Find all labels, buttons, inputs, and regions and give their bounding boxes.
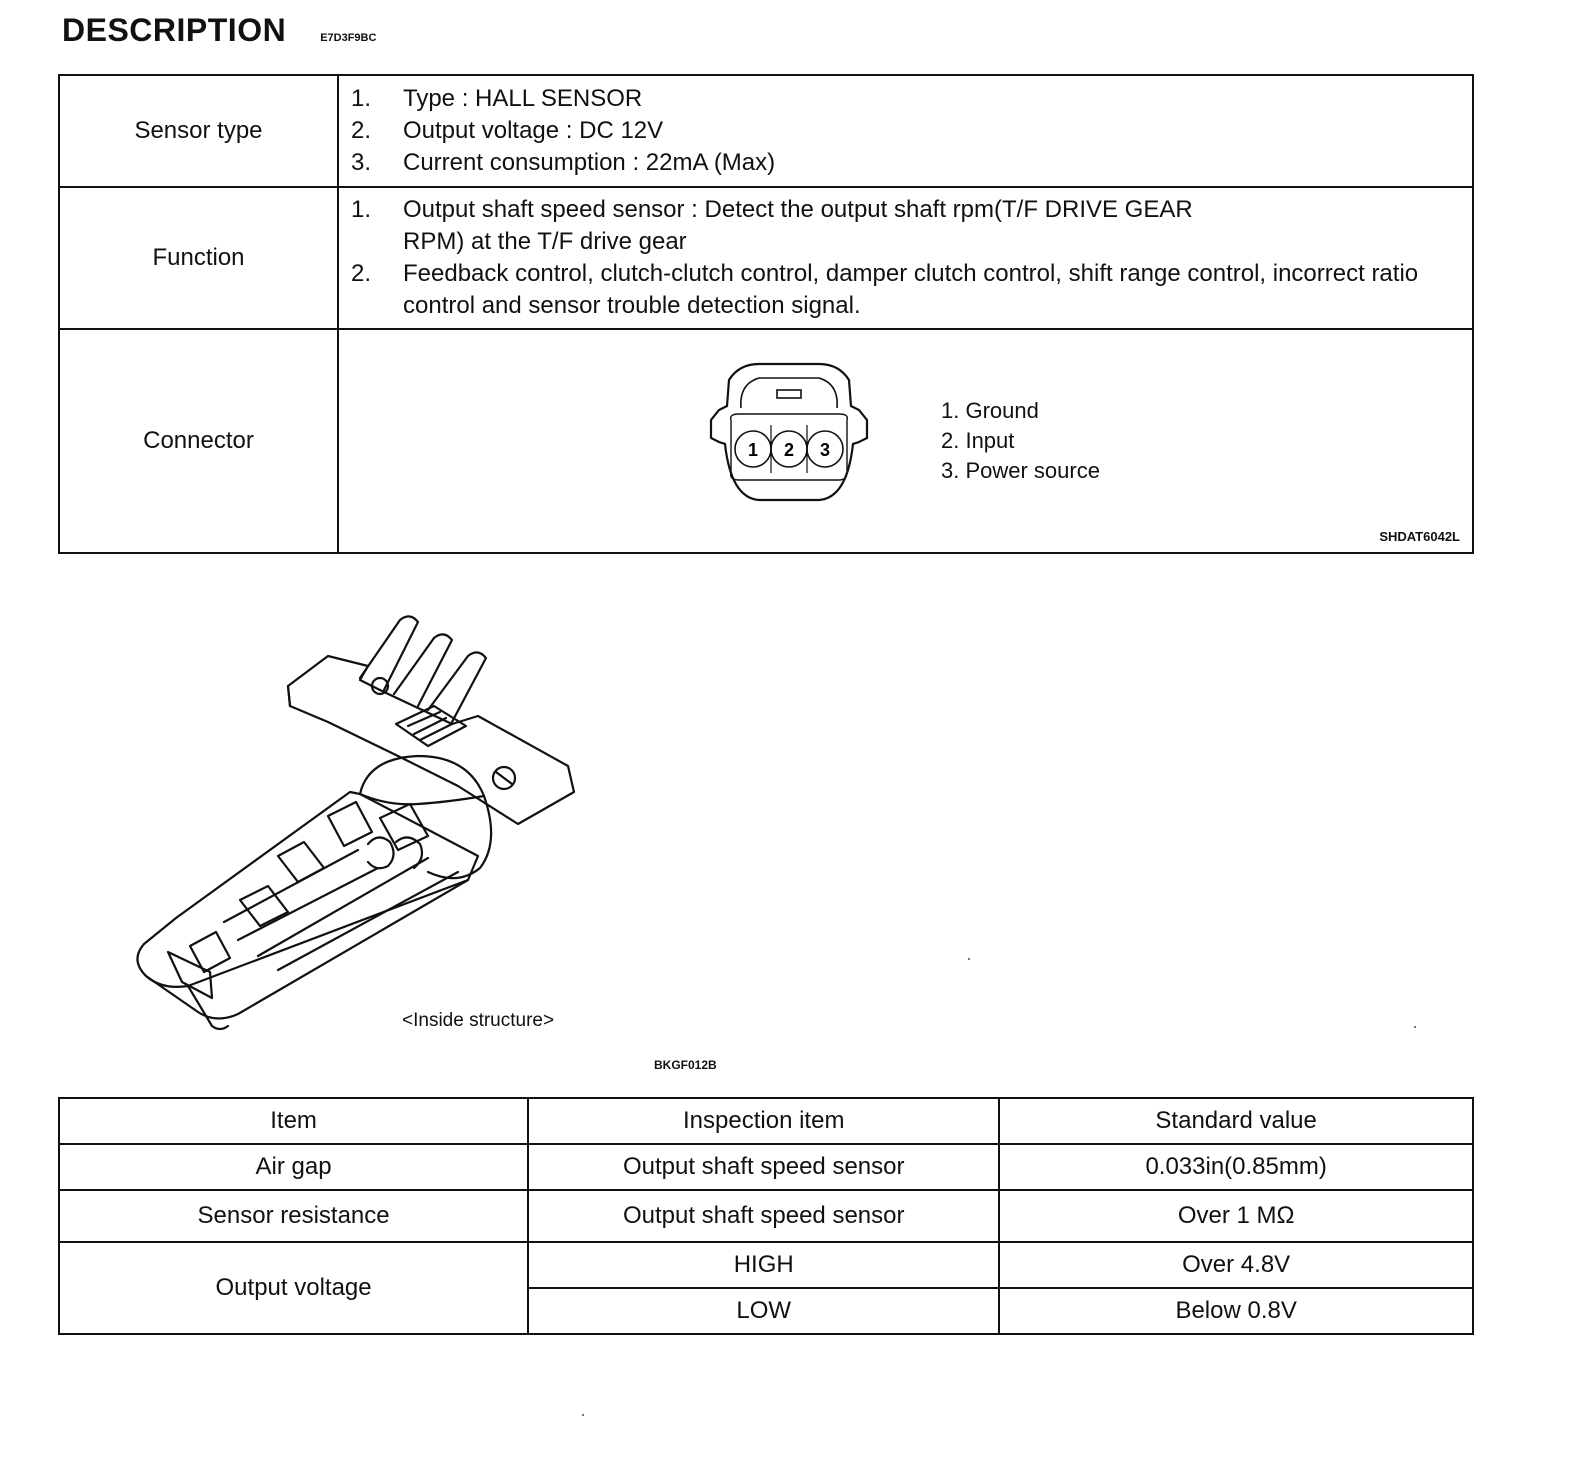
sensor-resistance-inspection: Output shaft speed sensor	[527, 1189, 1001, 1243]
function-row: Function 1. Output shaft speed sensor : D…	[58, 186, 1474, 330]
connector-diagram: 1 2 3	[709, 362, 869, 502]
output-voltage-high-value: Over 4.8V	[998, 1241, 1474, 1289]
item-text: Output shaft speed sensor : Detect the o…	[403, 196, 1193, 255]
scan-speck	[1414, 1026, 1416, 1028]
connector-figure-code: SHDAT6042L	[1379, 529, 1460, 544]
item-number: 1.	[351, 85, 372, 112]
illustration-figure-code: BKGF012B	[654, 1058, 717, 1072]
illustration-caption: <Inside structure>	[402, 1010, 555, 1031]
output-voltage-low-value: Below 0.8V	[998, 1287, 1474, 1335]
item-text: Feedback control, clutch-clutch control,…	[403, 260, 1419, 319]
item-number: 1.	[351, 196, 372, 223]
item-number: 3.	[351, 149, 372, 176]
sensor-resistance-item: Sensor resistance	[57, 1189, 530, 1243]
output-voltage-high-inspection: HIGH	[527, 1241, 1001, 1289]
pin-list: 1. Ground 2. Input 3. Power source	[941, 396, 1100, 486]
sensor-resistance-value: Over 1 MΩ	[998, 1189, 1474, 1243]
sensor-type-item: 1. Type : HALL SENSOR	[351, 83, 1458, 115]
air-gap-value: 0.033in(0.85mm)	[998, 1143, 1474, 1191]
inspection-table: Item Inspection item Standard value Air …	[57, 1097, 1474, 1335]
header-standard-value: Standard value	[998, 1097, 1474, 1145]
function-content: 1. Output shaft speed sensor : Detect the…	[337, 186, 1474, 330]
item-number: 2.	[351, 117, 372, 144]
page-heading: DESCRIPTION E7D3F9BC	[62, 12, 376, 49]
sensor-type-item: 2. Output voltage : DC 12V	[351, 115, 1458, 147]
function-item: 1. Output shaft speed sensor : Detect the…	[351, 194, 1458, 258]
connector-label: Connector	[58, 328, 339, 554]
item-text: Type : HALL SENSOR	[403, 85, 643, 112]
page-title: DESCRIPTION	[62, 12, 287, 48]
scan-speck	[582, 1414, 584, 1416]
pin-number: 1	[748, 440, 758, 460]
function-label: Function	[58, 186, 339, 330]
item-text: Output voltage : DC 12V	[403, 117, 664, 144]
item-text: Current consumption : 22mA (Max)	[403, 149, 776, 176]
sensor-type-content: 1. Type : HALL SENSOR 2. Output voltage : …	[337, 74, 1474, 188]
pin-number: 2	[784, 440, 794, 460]
pin-input: 2. Input	[941, 428, 1015, 453]
function-item: 2. Feedback control, clutch-clutch contro…	[351, 258, 1458, 322]
air-gap-inspection: Output shaft speed sensor	[527, 1143, 1001, 1191]
inspection-header-row: Item Inspection item Standard value	[57, 1097, 1474, 1145]
item-number: 2.	[351, 260, 372, 287]
air-gap-item: Air gap	[57, 1143, 530, 1191]
connector-content: 1 2 3 1. Ground 2. Input 3. Power source…	[337, 328, 1474, 554]
scan-speck	[968, 958, 970, 960]
table-row: Air gap Output shaft speed sensor 0.033i…	[57, 1143, 1474, 1191]
output-voltage-low-inspection: LOW	[527, 1287, 1001, 1335]
table-row: LOW Below 0.8V	[59, 1287, 1474, 1335]
table-row: Sensor resistance Output shaft speed sen…	[57, 1189, 1474, 1243]
pin-ground: 1. Ground	[941, 398, 1039, 423]
header-item: Item	[57, 1097, 530, 1145]
sensor-type-item: 3. Current consumption : 22mA (Max)	[351, 147, 1458, 179]
sensor-inside-structure-illustration	[136, 615, 576, 1031]
connector-row: Connector 1 2 3 1. Ground 2. Input 3. Po…	[58, 328, 1474, 554]
output-voltage-item: Output voltage	[57, 1241, 530, 1335]
section-code: E7D3F9BC	[320, 32, 377, 44]
sensor-type-label: Sensor type	[58, 74, 339, 188]
sensor-type-row: Sensor type 1. Type : HALL SENSOR 2. Outpu…	[58, 74, 1474, 188]
description-table: Sensor type 1. Type : HALL SENSOR 2. Outpu…	[58, 74, 1474, 554]
pin-number: 3	[820, 440, 830, 460]
pin-power-source: 3. Power source	[941, 458, 1100, 483]
table-row: Output voltage HIGH Over 4.8V	[57, 1241, 1474, 1335]
header-inspection-item: Inspection item	[527, 1097, 1001, 1145]
